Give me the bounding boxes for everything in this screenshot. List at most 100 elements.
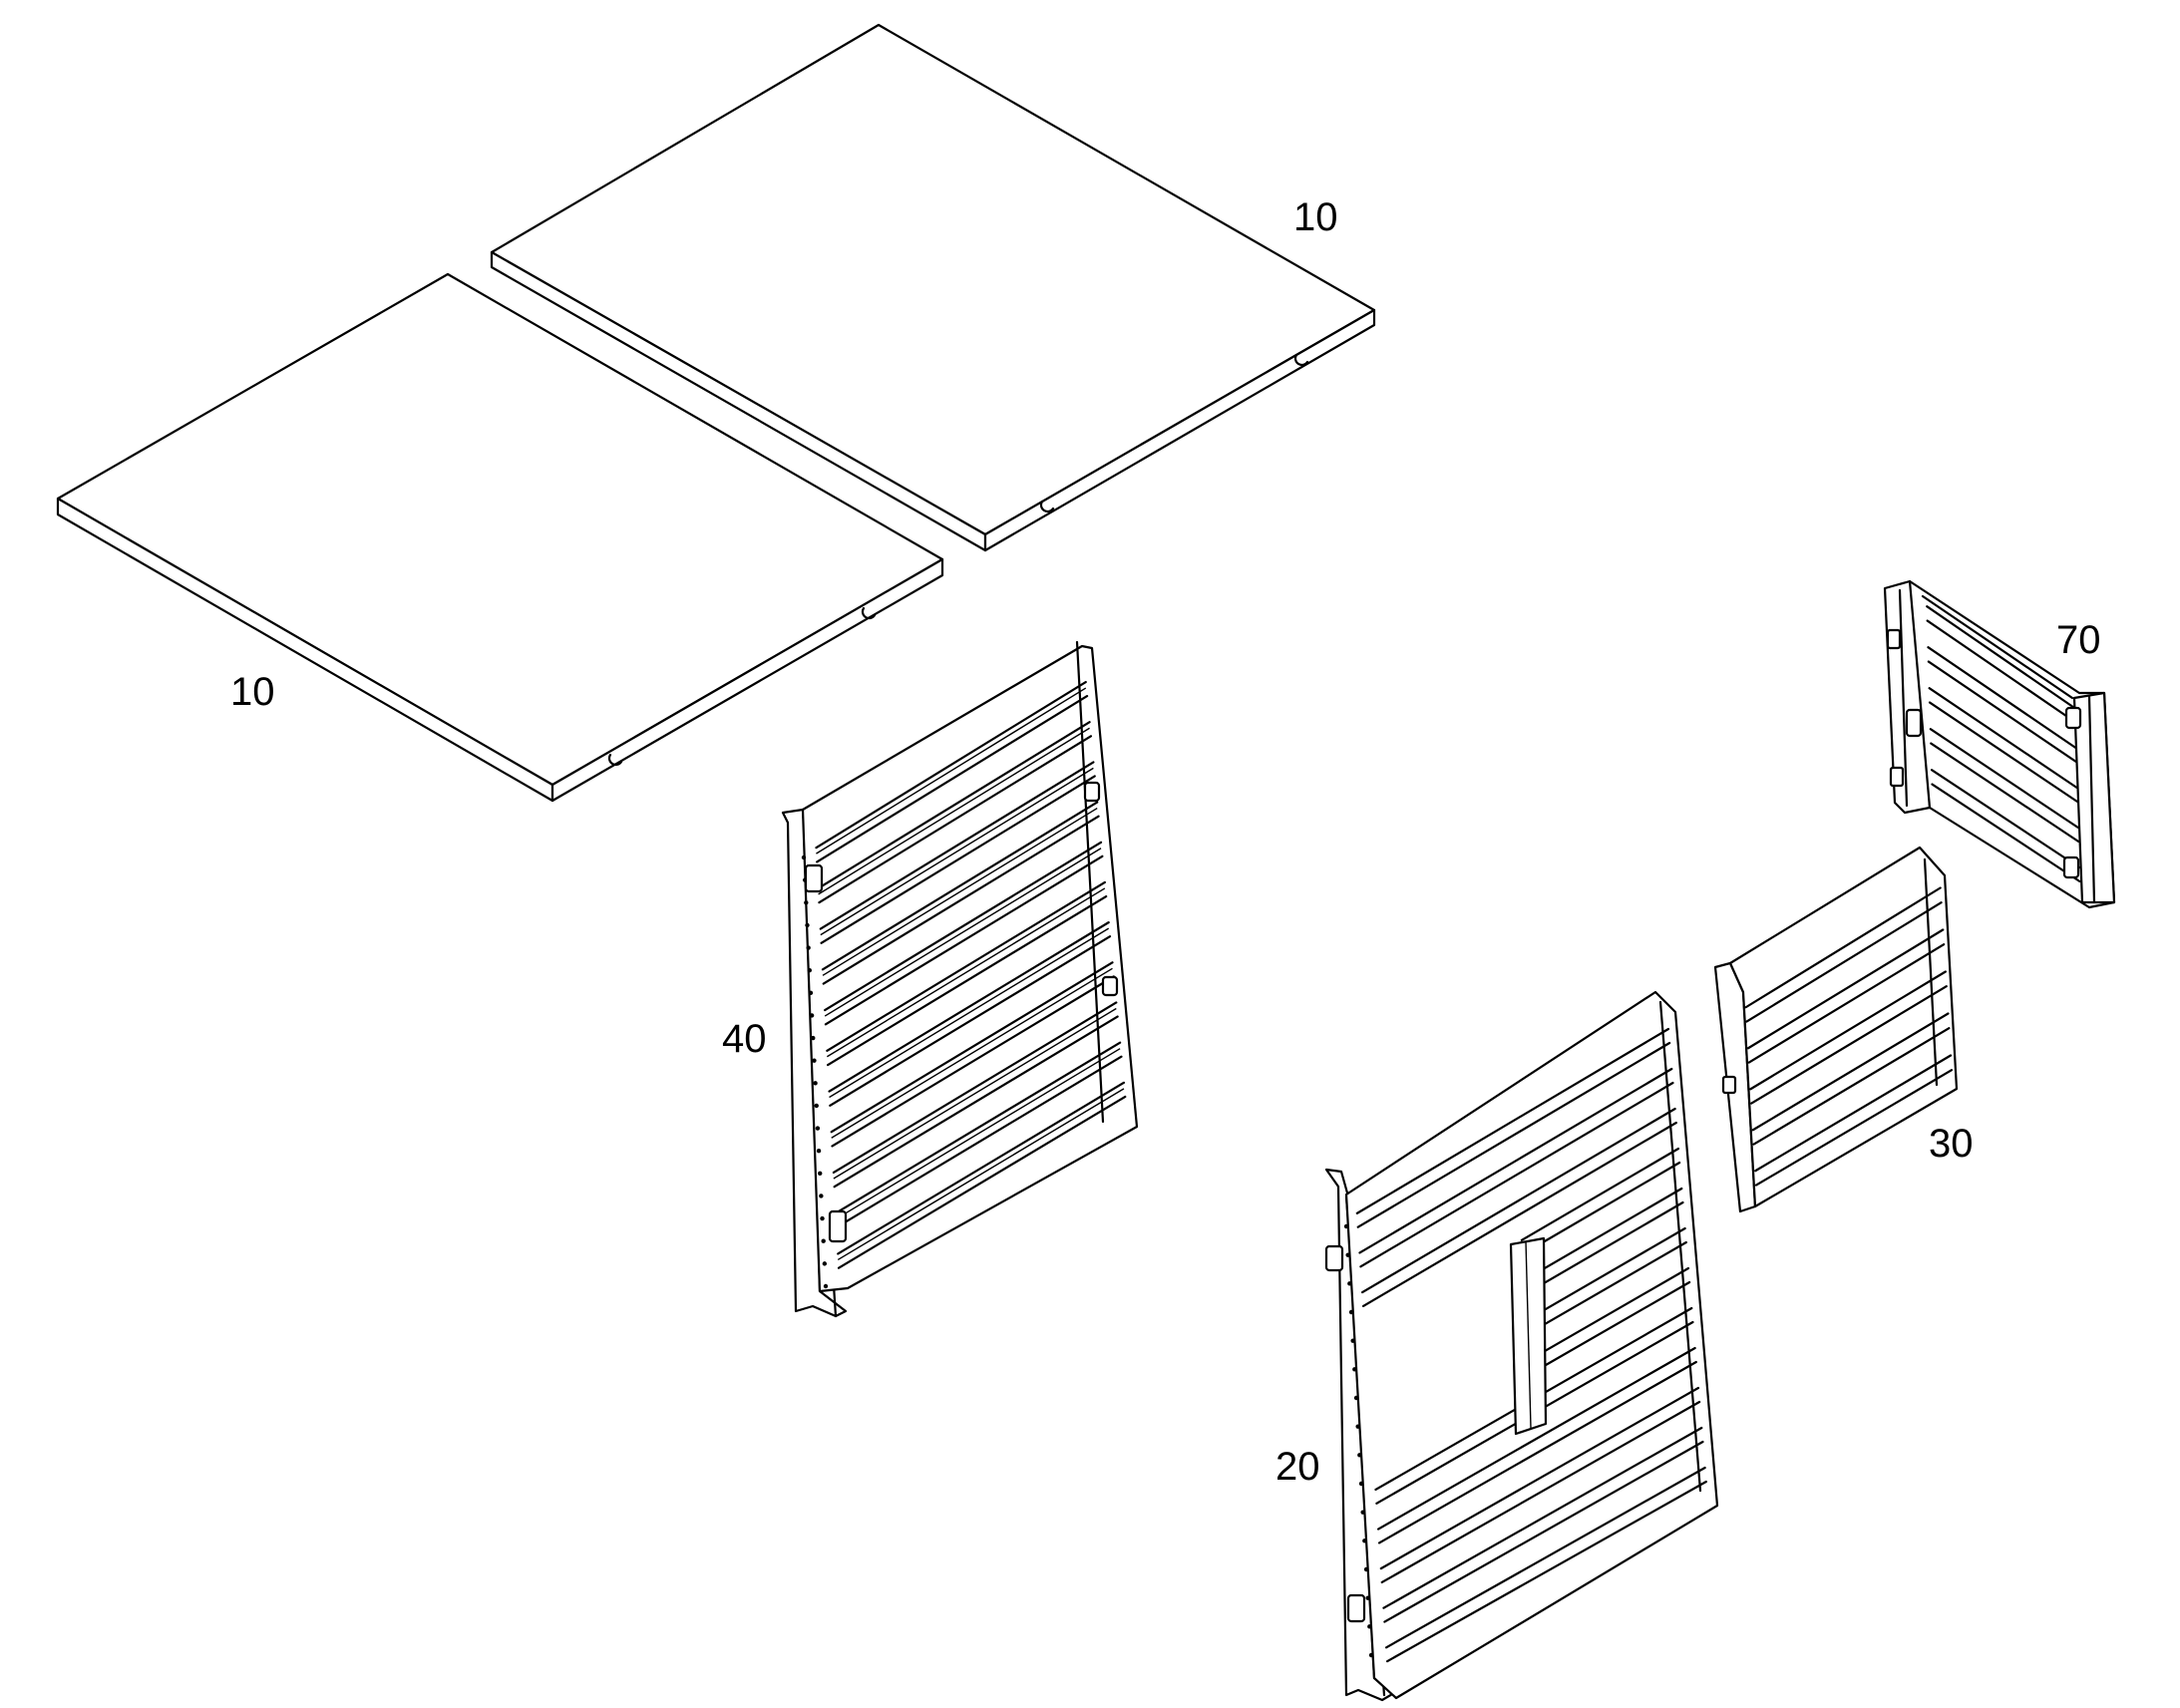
panel-top-front: [56, 272, 944, 803]
rivet-dot: [809, 1013, 815, 1018]
slat-line: [826, 887, 1106, 1058]
rivet-dot: [1347, 1281, 1352, 1286]
rivet-dot: [820, 1215, 825, 1221]
rivet-dot: [823, 1283, 829, 1289]
front-wall-with-opening: [1324, 990, 1719, 1702]
slat-line: [1524, 1200, 1684, 1295]
slat-line: [833, 1015, 1119, 1189]
slat-line: [1521, 1161, 1681, 1255]
rivet-dot: [1362, 1538, 1367, 1543]
slat-line: [829, 935, 1112, 1107]
slat-line: [1355, 1027, 1670, 1214]
rivet-dot: [813, 1081, 818, 1086]
slat-line: [1750, 985, 1948, 1105]
slat-line: [1931, 783, 2081, 883]
slat-line: [1928, 687, 2078, 790]
slat-line: [830, 961, 1114, 1134]
slat-line: [1747, 943, 1946, 1064]
slat-line: [818, 727, 1090, 895]
slat-line: [1926, 619, 2076, 724]
part-label-40: 40: [722, 1017, 767, 1061]
slat-line: [818, 735, 1093, 904]
rivet-dot: [1358, 1481, 1364, 1487]
slat-line: [827, 894, 1108, 1067]
slat-line: [829, 927, 1110, 1099]
rivet-dot: [805, 922, 810, 928]
slat-line: [837, 1088, 1125, 1261]
slat-line: [1754, 1069, 1954, 1187]
slat-line: [1752, 1027, 1951, 1146]
slat-line: [1385, 1466, 1706, 1649]
slat-line: [1382, 1426, 1703, 1609]
rivet-dot: [808, 990, 814, 995]
slat-line: [1930, 742, 2080, 844]
part-label-30: 30: [1929, 1122, 1974, 1166]
slat-line: [820, 767, 1094, 936]
rivet-dot: [1352, 1367, 1357, 1372]
rivet-dot: [1357, 1453, 1362, 1458]
slat-line: [1523, 1187, 1683, 1281]
slat-line: [824, 841, 1103, 1012]
rivet-dot: [819, 1194, 824, 1198]
slat-line: [837, 1081, 1126, 1255]
panel-top-back: [490, 23, 1376, 552]
slat-line: [1361, 1121, 1677, 1307]
slat-line: [1927, 646, 2077, 750]
part-label-70: 70: [2056, 618, 2101, 662]
rivet-dot: [804, 900, 809, 905]
slat-line: [1358, 1067, 1673, 1254]
rivet-dot: [818, 1171, 823, 1177]
rivet-dot: [815, 1126, 821, 1131]
rivet-dot: [816, 1149, 822, 1154]
small-wall: [1713, 846, 1959, 1213]
slat-line: [1377, 1346, 1696, 1531]
slat-line: [816, 694, 1089, 863]
slat-line: [831, 975, 1115, 1148]
slat-line: [837, 1095, 1127, 1269]
slat-line: [1520, 1147, 1680, 1241]
rivet-dot: [1368, 1652, 1374, 1658]
slat-line: [1745, 901, 1943, 1023]
rivet-dot: [807, 967, 812, 973]
side-wall-left: [781, 640, 1139, 1318]
slat-line: [824, 848, 1102, 1017]
slat-line: [1751, 1012, 1950, 1132]
rivet-dot: [1345, 1252, 1350, 1257]
slat-line: [819, 761, 1095, 930]
slat-line: [1361, 1107, 1676, 1294]
slat-line: [1377, 1360, 1697, 1544]
slat-line: [1927, 660, 2077, 764]
slat-line: [1385, 1480, 1707, 1663]
slat-line: [834, 1041, 1122, 1214]
slat-line: [1380, 1400, 1701, 1584]
slat-line: [1754, 1054, 1953, 1173]
slat-line: [816, 687, 1087, 854]
rivet-dot: [1355, 1424, 1360, 1429]
rivet-dot: [1367, 1624, 1372, 1629]
slat-line: [1928, 701, 2079, 804]
rivet-dot: [1360, 1510, 1365, 1515]
rivet-dot: [814, 1103, 819, 1109]
rivet-dot: [821, 1238, 826, 1243]
end-wall: [1883, 579, 2116, 909]
rivet-dot: [811, 1035, 816, 1041]
rivet-dot: [1343, 1223, 1349, 1229]
slat-line: [1527, 1240, 1687, 1335]
slat-line: [1356, 1041, 1671, 1228]
slat-line: [1359, 1081, 1674, 1268]
slat-line: [833, 1007, 1117, 1180]
slat-line: [822, 807, 1098, 976]
slat-line: [822, 815, 1100, 985]
slat-line: [817, 721, 1091, 889]
part-label-10-back: 10: [1293, 195, 1338, 239]
slat-line: [1749, 970, 1947, 1091]
rivet-dot: [1363, 1566, 1369, 1572]
slat-line: [815, 680, 1087, 850]
slat-line: [1746, 928, 1945, 1050]
slat-line: [824, 854, 1104, 1026]
slat-line: [1529, 1266, 1690, 1361]
slat-line: [831, 967, 1113, 1139]
slat-line: [826, 880, 1106, 1052]
slat-line: [820, 775, 1096, 944]
